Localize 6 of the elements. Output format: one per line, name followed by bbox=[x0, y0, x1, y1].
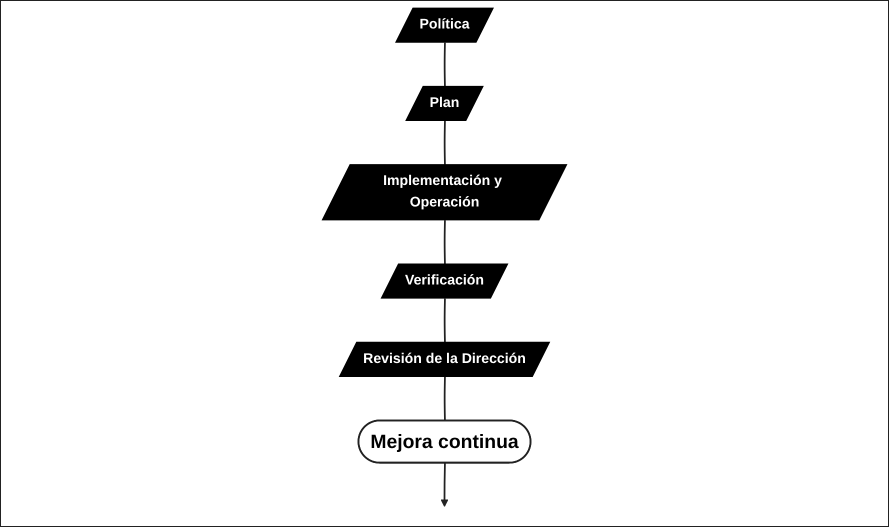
arrow bbox=[440, 463, 448, 507]
connector bbox=[444, 220, 446, 264]
connector bbox=[444, 376, 446, 421]
connector bbox=[444, 42, 446, 87]
connector bbox=[444, 121, 446, 166]
connector bbox=[444, 298, 446, 343]
